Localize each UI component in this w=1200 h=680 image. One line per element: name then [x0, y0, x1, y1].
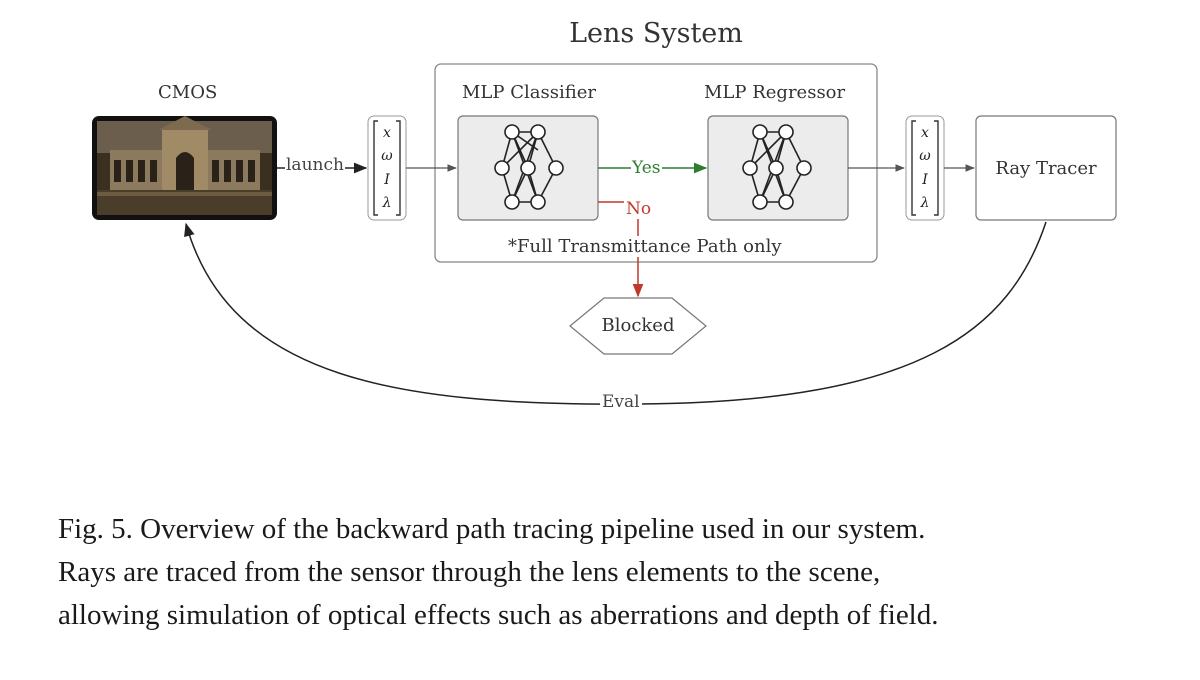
transmittance-note: *Full Transmittance Path only [506, 236, 784, 257]
ray-tracer-box [975, 115, 1117, 221]
vector-component: λ [920, 195, 930, 212]
neural-network-icon [742, 124, 812, 210]
eval-label: Eval [600, 392, 642, 412]
ray-tracer-label: Ray Tracer [995, 158, 1097, 179]
vector-component: I [384, 171, 390, 188]
blocked-label: Blocked [601, 315, 675, 336]
input-vector: x ω I λ [370, 121, 404, 215]
lens-system-container [434, 63, 878, 263]
no-label: No [624, 199, 654, 219]
input-vector-bracket [367, 115, 407, 221]
blocked-node [569, 297, 707, 355]
neural-network-icon [494, 124, 564, 210]
cmos-label: CMOS [158, 82, 218, 103]
output-vector-bracket [905, 115, 945, 221]
output-vector: x ω I λ [908, 121, 942, 215]
caption-line: Rays are traced from the sensor through … [58, 556, 881, 588]
yes-label: Yes [631, 158, 662, 178]
launch-label: launch [285, 155, 345, 175]
classifier-label: MLP Classifier [462, 82, 596, 103]
vector-component: I [922, 171, 928, 188]
vector-component: ω [919, 148, 931, 165]
regressor-label: MLP Regressor [704, 82, 846, 103]
vector-component: λ [382, 195, 392, 212]
caption-line: Fig. 5. Overview of the backward path tr… [58, 513, 926, 545]
figure-caption: Fig. 5. Overview of the backward path tr… [58, 508, 1168, 637]
vector-component: x [921, 124, 929, 141]
caption-line: allowing simulation of optical effects s… [58, 599, 939, 631]
vector-component: ω [381, 148, 393, 165]
diagram-title: Lens System [569, 18, 743, 49]
cmos-sensor-image [92, 116, 277, 220]
vector-component: x [383, 124, 391, 141]
